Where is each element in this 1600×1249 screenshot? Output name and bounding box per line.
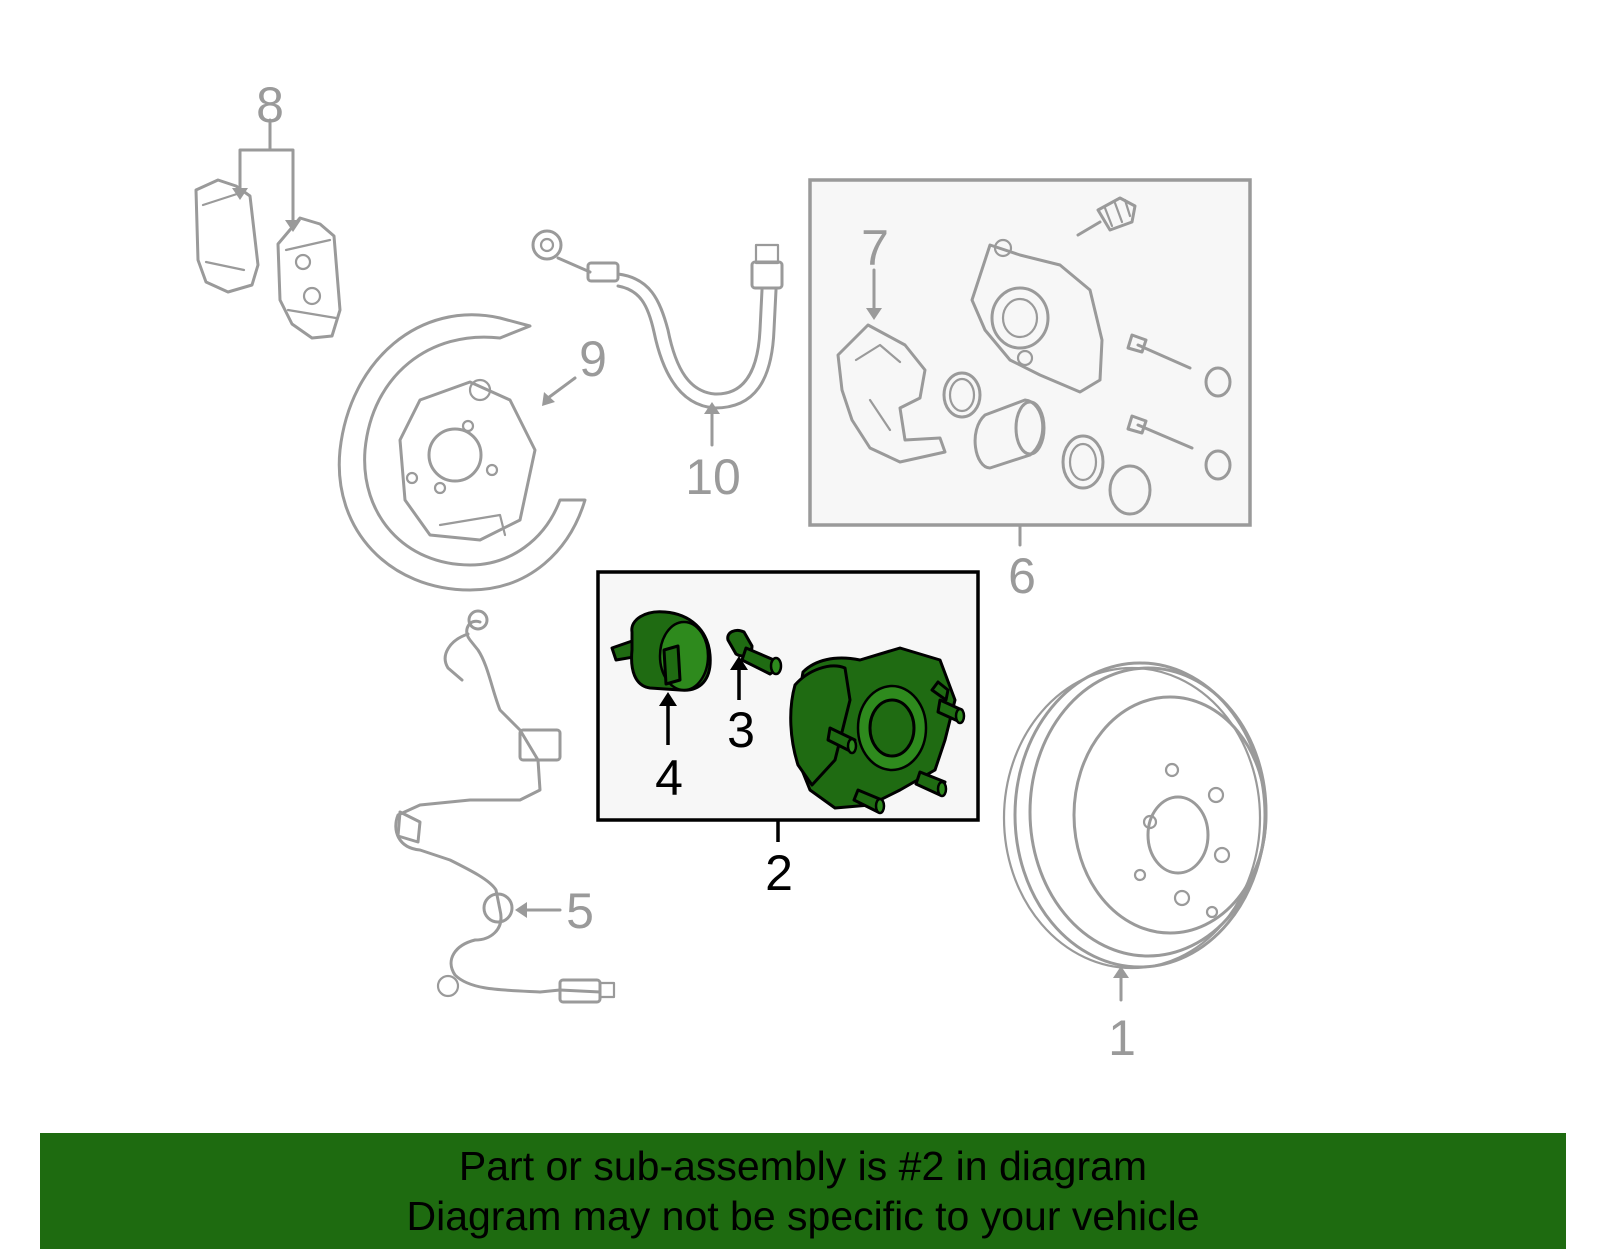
callout-8: 8 — [256, 77, 284, 133]
banner-line-disclaimer: Diagram may not be specific to your vehi… — [406, 1193, 1200, 1239]
info-banner: Part or sub-assembly is #2 in diagram Di… — [40, 1133, 1566, 1249]
callout-10: 10 — [685, 449, 741, 505]
brake-rotor-part-1[interactable] — [1002, 661, 1268, 1002]
callout-9: 9 — [579, 331, 607, 387]
callout-3: 3 — [727, 702, 755, 758]
callout-5: 5 — [566, 883, 594, 939]
callout-2: 2 — [765, 845, 793, 901]
backing-plate-part-9[interactable] — [337, 313, 587, 592]
hub-cap-part-4[interactable] — [610, 610, 712, 692]
callout-1: 1 — [1108, 1010, 1136, 1066]
callout-4: 4 — [655, 750, 683, 806]
brake-hose-part-10[interactable] — [531, 229, 784, 447]
banner-line-part-info: Part or sub-assembly is #2 in diagram — [458, 1143, 1148, 1189]
hub-bolt-part-3[interactable] — [726, 628, 783, 676]
callout-7: 7 — [861, 220, 889, 276]
caliper-assembly-part-6[interactable] — [808, 178, 1252, 547]
hub-assembly-part-2[interactable] — [596, 570, 980, 842]
brake-pads-part-8[interactable] — [194, 118, 342, 340]
abs-sensor-part-5[interactable] — [394, 609, 616, 1004]
callout-6: 6 — [1008, 548, 1036, 604]
